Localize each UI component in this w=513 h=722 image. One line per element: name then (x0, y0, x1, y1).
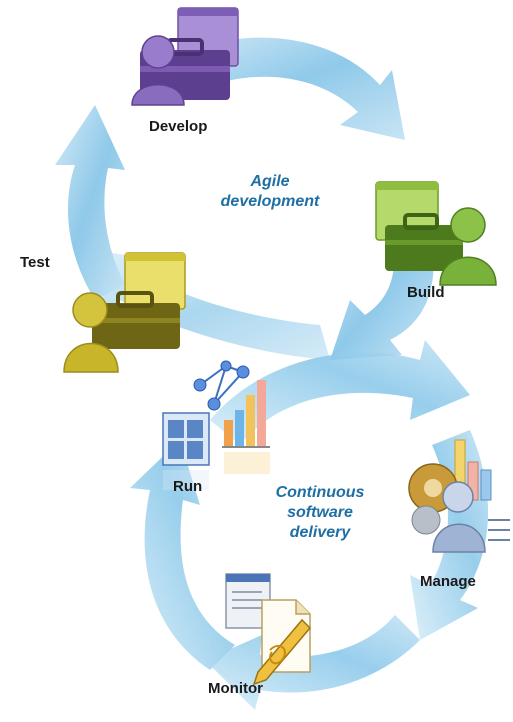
agile-development-label: Agile development (220, 173, 320, 210)
run-label: Run (173, 478, 203, 495)
test-label: Test (20, 254, 50, 271)
manage-icon (408, 439, 510, 553)
monitor-icon (225, 573, 312, 686)
develop-icon (131, 7, 239, 106)
monitor-label: Monitor (208, 680, 263, 697)
run-icon (162, 360, 270, 490)
test-icon (63, 252, 186, 373)
continuous-delivery-label: Continuous software delivery (275, 484, 365, 541)
build-icon (375, 181, 497, 286)
manage-label: Manage (420, 573, 476, 590)
develop-label: Develop (149, 118, 208, 135)
build-label: Build (407, 284, 445, 301)
